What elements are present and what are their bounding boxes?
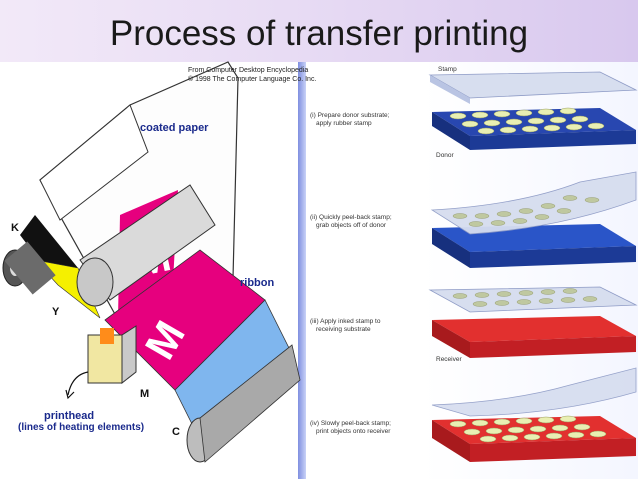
stamp-1-edge [430,75,470,104]
step-2-line-1: (ii) Quickly peel-back stamp; [310,214,392,221]
donor-2-front [470,246,636,268]
objects-on-donor-1 [449,107,605,135]
credit-line-2: © 1998 The Computer Language Co. Inc. [188,76,317,83]
printhead-arrow [67,371,89,396]
step-2-text: (ii) Quickly peel-back stamp; grab objec… [310,214,415,230]
label-m: M [140,388,150,400]
label-printhead-sub: (lines of heating elements) [18,422,145,433]
title-band [0,0,638,62]
donor-1-front [470,130,636,150]
printhead-side [121,325,137,385]
receiver-3-top [432,316,636,342]
objects-on-stamp-2 [452,195,600,227]
stamp-3 [428,286,638,313]
label-c: C [172,426,180,438]
credit-text: From Computer Desktop Encyclopedia © 199… [188,66,316,84]
label-y: Y [52,306,60,318]
platen-roller-end [76,257,114,307]
objects-on-stamp-3 [452,288,598,307]
right-spool-body [199,344,301,463]
receiver-4-front [470,438,636,462]
receiver-3-left [432,320,470,358]
step-4-line-1: (iv) Slowly peel-back stamp; [310,420,391,427]
step-1-line-2: apply rubber stamp [316,120,372,127]
label-k: K [11,222,19,234]
page-title: Process of transfer printing [109,14,529,53]
step-2-line-2: grab objects off of donor [316,222,386,229]
left-spool-body [4,241,56,295]
label-printhead: printhead [44,410,95,422]
donor-1-left [432,112,470,150]
stamp-2 [430,171,637,235]
panel-divider [298,62,306,479]
label-receiver: Receiver [436,356,462,363]
receiver-3-front [470,336,636,358]
label-ribbon: ribbon [240,277,275,289]
step-3-line-2: receiving substrate [316,326,371,333]
donor-2-left [432,228,470,268]
coated-paper-fold [39,104,149,221]
step-4-line-2: print objects onto receiver [316,428,391,435]
step-3-text: (iii) Apply inked stamp to receiving sub… [310,318,415,334]
label-coated-paper: coated paper [140,122,209,134]
objects-on-receiver-4 [449,415,607,443]
step-4-text: (iv) Slowly peel-back stamp; print objec… [310,420,415,436]
label-donor: Donor [436,152,454,159]
label-stamp: Stamp [438,66,457,73]
receiver-4-left [432,420,470,462]
stamp-4 [431,367,637,417]
step-3-line-1: (iii) Apply inked stamp to [310,318,381,325]
printhead-heating-element [100,328,114,344]
step-1-text: (i) Prepare donor substrate; apply rubbe… [310,112,415,128]
step-1-line-1: (i) Prepare donor substrate; [310,112,390,119]
credit-line-1: From Computer Desktop Encyclopedia [188,67,309,74]
